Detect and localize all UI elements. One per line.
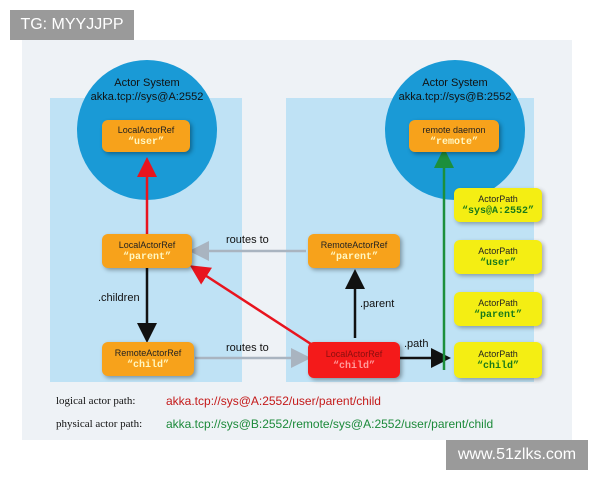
remote-daemon-node: remote daemon “remote”	[409, 120, 499, 152]
actor-path-parent: ActorPath “parent”	[454, 292, 542, 326]
actor-path-system-value: “sys@A:2552”	[461, 205, 534, 217]
right-child-node-value: “child”	[332, 360, 375, 372]
actor-path-child: ActorPath “child”	[454, 342, 542, 378]
actor-path-user: ActorPath “user”	[454, 240, 542, 274]
edge-label-children: .children	[98, 292, 140, 304]
watermark-bottom-right: www.51zlks.com	[446, 440, 588, 470]
legend-physical-value: akka.tcp://sys@B:2552/remote/sys@A:2552/…	[166, 417, 494, 431]
actor-path-child-label: ActorPath	[478, 348, 518, 359]
actor-path-user-label: ActorPath	[478, 245, 518, 256]
remote-daemon-node-label: remote daemon	[422, 124, 486, 135]
actor-path-system: ActorPath “sys@A:2552”	[454, 188, 542, 222]
left-actor-system-address: akka.tcp://sys@A:2552	[90, 91, 204, 103]
left-user-node: LocalActorRef “user”	[102, 120, 190, 152]
left-parent-node-value: “parent”	[122, 251, 171, 263]
edge-label-parent: .parent	[360, 298, 395, 310]
right-actor-system-address: akka.tcp://sys@B:2552	[398, 91, 512, 103]
actor-path-diagram: Actor System akka.tcp://sys@A:2552 Actor…	[22, 40, 572, 440]
left-child-node-label: RemoteActorRef	[114, 347, 182, 358]
right-parent-node: RemoteActorRef “parent”	[308, 234, 400, 268]
edge-label-path: .path	[404, 338, 429, 350]
left-actor-system-title: Actor System	[114, 77, 180, 89]
actor-path-parent-value: “parent”	[473, 309, 522, 321]
edge-label-routes-to-top: routes to	[226, 234, 269, 246]
edge-label-routes-to-bottom: routes to	[226, 342, 269, 354]
right-parent-node-value: “parent”	[329, 251, 378, 263]
watermark-top-left: TG: MYYJJPP	[10, 10, 134, 40]
actor-path-parent-label: ActorPath	[478, 297, 518, 308]
right-child-node: LocalActorRef “child”	[308, 342, 400, 378]
right-child-node-label: LocalActorRef	[325, 348, 383, 359]
diagram-arrows	[137, 148, 454, 370]
legend-physical-label: physical actor path:	[56, 418, 143, 430]
left-child-node-value: “child”	[126, 359, 169, 371]
left-user-node-label: LocalActorRef	[117, 124, 175, 135]
right-actor-system-title: Actor System	[422, 77, 488, 89]
right-parent-node-label: RemoteActorRef	[320, 239, 388, 250]
actor-path-user-value: “user”	[479, 257, 516, 269]
actor-path-system-label: ActorPath	[478, 193, 518, 204]
actor-path-child-value: “child”	[476, 360, 519, 372]
left-user-node-value: “user”	[127, 136, 164, 148]
legend-logical-value: akka.tcp://sys@A:2552/user/parent/child	[166, 394, 381, 408]
left-child-node: RemoteActorRef “child”	[102, 342, 194, 376]
left-parent-node-label: LocalActorRef	[118, 239, 176, 250]
arrow-remote-child-to-parent	[189, 265, 315, 348]
legend-logical-label: logical actor path:	[56, 395, 136, 407]
left-parent-node: LocalActorRef “parent”	[102, 234, 192, 268]
remote-daemon-node-value: “remote”	[429, 136, 478, 148]
